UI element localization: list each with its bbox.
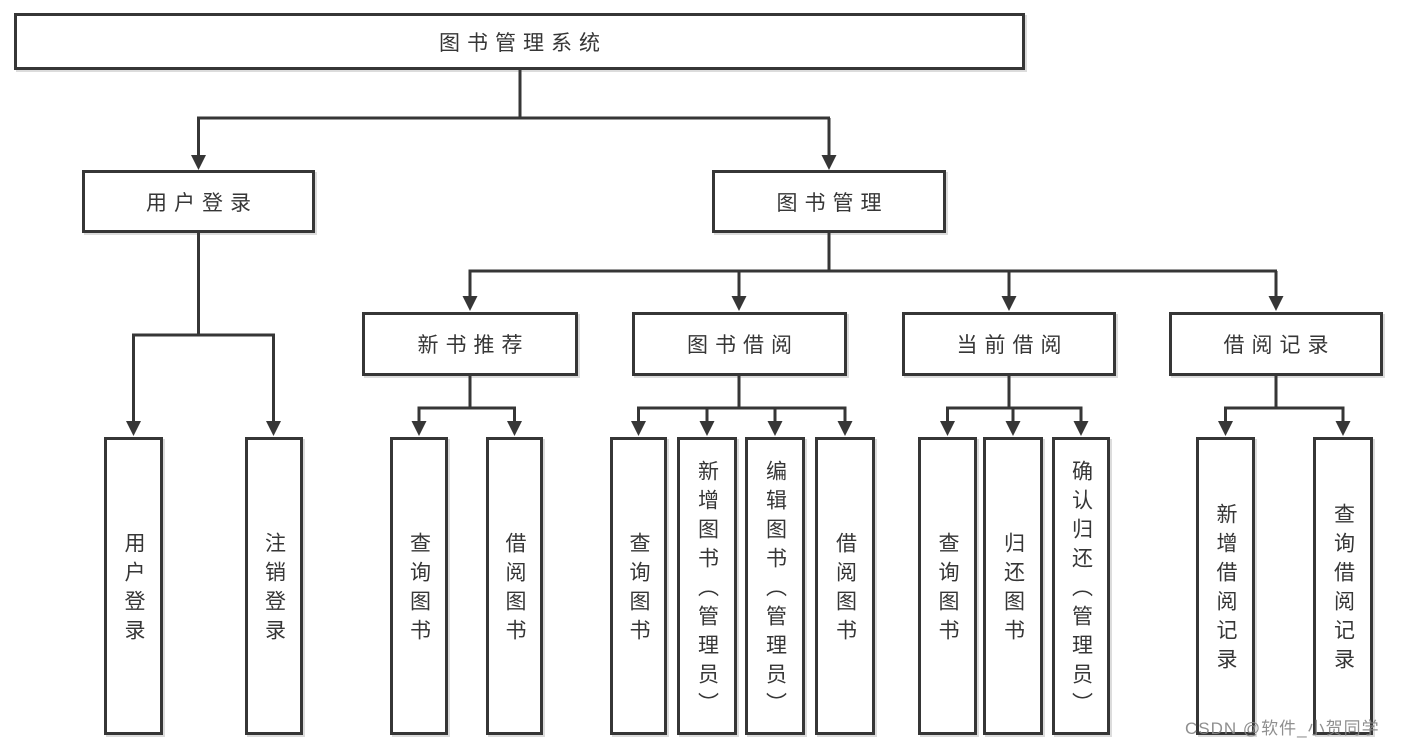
node-leaf-query-books-recommend: 查询图书 (390, 437, 448, 735)
node-leaf-query-books-current: 查询图书 (918, 437, 977, 735)
node-branch-book-management: 图书管理 (712, 170, 946, 233)
node-leaf-return-books: 归还图书 (983, 437, 1043, 735)
csdn-watermark: CSDN @软件_小贺同学 (1185, 719, 1380, 738)
node-leaf-borrow-books: 借阅图书 (815, 437, 875, 735)
node-leaf-confirm-return-admin: 确认归还（管理员） (1052, 437, 1110, 735)
node-leaf-query-books-borrow: 查询图书 (610, 437, 667, 735)
node-leaf-edit-book-admin: 编辑图书（管理员） (745, 437, 805, 735)
node-root: 图书管理系统 (14, 13, 1025, 70)
node-section-borrow-records: 借阅记录 (1169, 312, 1383, 376)
node-leaf-query-borrow-record: 查询借阅记录 (1313, 437, 1373, 735)
node-section-current-borrow: 当前借阅 (902, 312, 1116, 376)
node-leaf-user-login: 用户登录 (104, 437, 163, 735)
node-section-book-borrow: 图书借阅 (632, 312, 847, 376)
node-branch-user-login: 用户登录 (82, 170, 315, 233)
node-leaf-add-borrow-record: 新增借阅记录 (1196, 437, 1255, 735)
node-leaf-logout: 注销登录 (245, 437, 303, 735)
node-leaf-borrow-books-recommend: 借阅图书 (486, 437, 543, 735)
node-section-new-book-recommend: 新书推荐 (362, 312, 578, 376)
node-leaf-add-book-admin: 新增图书（管理员） (677, 437, 737, 735)
